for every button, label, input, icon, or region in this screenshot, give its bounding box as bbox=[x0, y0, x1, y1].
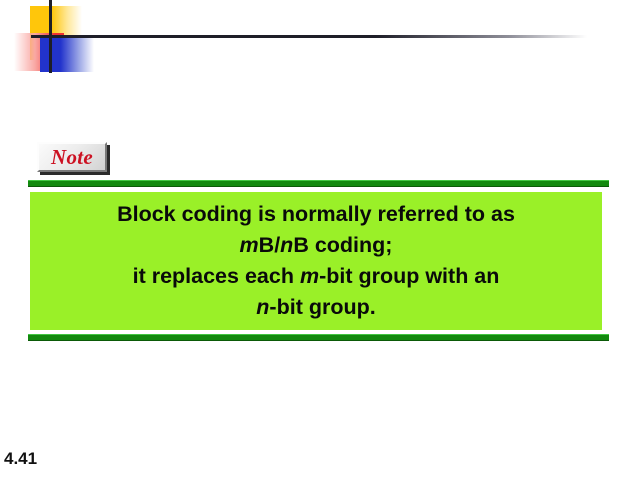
vertical-rule-icon bbox=[49, 0, 52, 73]
callout-line-3-suffix: -bit group with an bbox=[319, 264, 500, 288]
callout-bottom-bar bbox=[28, 334, 609, 341]
callout-line-4-suffix: -bit group. bbox=[269, 295, 376, 319]
callout-line-3: it replaces each m-bit group with an bbox=[133, 261, 500, 292]
callout-line-2: mB/nB coding; bbox=[240, 230, 393, 261]
page-number: 4.41 bbox=[4, 449, 38, 468]
callout-line-3-var-m: m bbox=[299, 264, 320, 288]
horizontal-rule-icon bbox=[31, 35, 587, 38]
callout-line-2-var-m: m bbox=[239, 233, 259, 257]
note-badge: Note bbox=[37, 142, 107, 172]
callout-line-1-text: Block coding is normally referred to as bbox=[117, 202, 515, 226]
callout-line-3-prefix: it replaces each bbox=[132, 264, 300, 288]
callout-line-2-var-n: n bbox=[280, 233, 294, 257]
callout-top-bar bbox=[28, 180, 609, 187]
callout-line-1: Block coding is normally referred to as bbox=[117, 199, 515, 230]
yellow-square-icon bbox=[30, 6, 82, 60]
callout-line-2-mid: B/ bbox=[258, 233, 281, 257]
blue-square-icon bbox=[40, 38, 94, 72]
callout-line-2-suffix: B coding; bbox=[293, 233, 393, 257]
slide-decoration bbox=[0, 0, 587, 100]
note-badge-label: Note bbox=[50, 144, 94, 169]
callout-panel: Block coding is normally referred to as … bbox=[30, 192, 602, 330]
red-square-icon bbox=[14, 33, 64, 71]
callout-line-4-var-n: n bbox=[256, 295, 270, 319]
callout-line-4: n-bit group. bbox=[256, 292, 375, 323]
